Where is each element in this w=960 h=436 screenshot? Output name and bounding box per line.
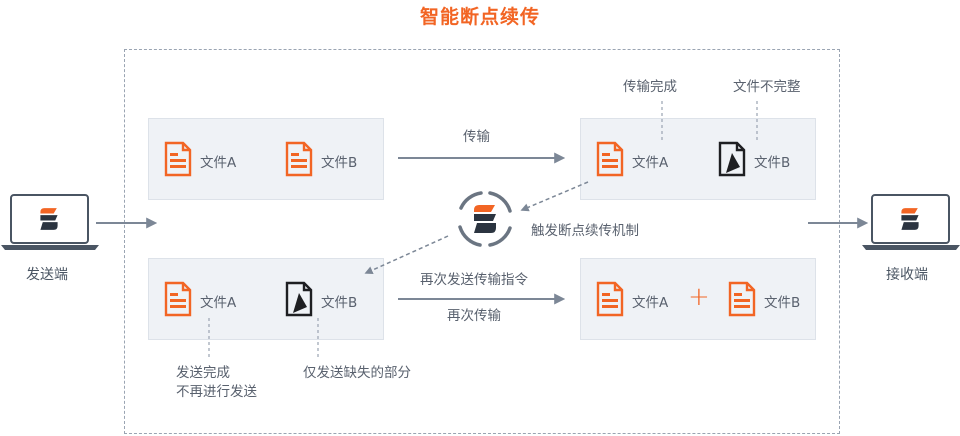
plus-sign: +	[688, 282, 710, 312]
mechanism-label: 触发断点续传机制	[531, 223, 639, 239]
receiver-laptop-icon	[862, 194, 960, 250]
file-a-label: 文件A	[200, 295, 237, 311]
receiver-files-box	[580, 118, 816, 200]
note-file-incomplete: 文件不完整	[733, 79, 801, 95]
diagram-title: 智能断点续传	[419, 6, 540, 28]
trigger-arrow	[520, 181, 589, 212]
sender-files-box	[148, 118, 384, 200]
document-orange-icon	[728, 281, 756, 317]
resume-arrow	[364, 235, 449, 275]
document-orange-icon	[596, 281, 624, 317]
file-a-label: 文件A	[200, 155, 237, 171]
document-black-icon	[285, 281, 313, 317]
file-b-label: 文件B	[321, 155, 358, 171]
sender-resend-box	[148, 258, 384, 340]
transfer-label: 传输	[463, 129, 490, 145]
document-orange-icon	[164, 281, 192, 317]
process-frame	[124, 49, 840, 434]
resend-command-label: 再次发送传输指令	[420, 272, 528, 288]
sync-ring-icon	[453, 187, 517, 251]
file-b-label: 文件B	[321, 295, 358, 311]
file-a-label: 文件A	[632, 295, 669, 311]
note-send-missing: 仅发送缺失的部分	[303, 365, 411, 381]
receiver-label: 接收端	[886, 267, 928, 283]
file-b-label: 文件B	[754, 155, 791, 171]
receiver-final-box	[580, 258, 816, 340]
note-transfer-complete: 传输完成	[623, 79, 677, 95]
sender-laptop-icon	[1, 194, 99, 250]
document-black-icon	[718, 141, 746, 177]
retransfer-label: 再次传输	[447, 308, 501, 324]
file-b-label: 文件B	[764, 295, 801, 311]
sender-label: 发送端	[26, 267, 68, 283]
note-sent-line1: 发送完成	[176, 365, 230, 381]
document-orange-icon	[164, 141, 192, 177]
document-orange-icon	[285, 141, 313, 177]
file-a-label: 文件A	[632, 155, 669, 171]
document-orange-icon	[596, 141, 624, 177]
note-sent-line2: 不再进行发送	[176, 384, 257, 400]
note-sent-complete: 发送完成 不再进行发送	[176, 364, 257, 402]
